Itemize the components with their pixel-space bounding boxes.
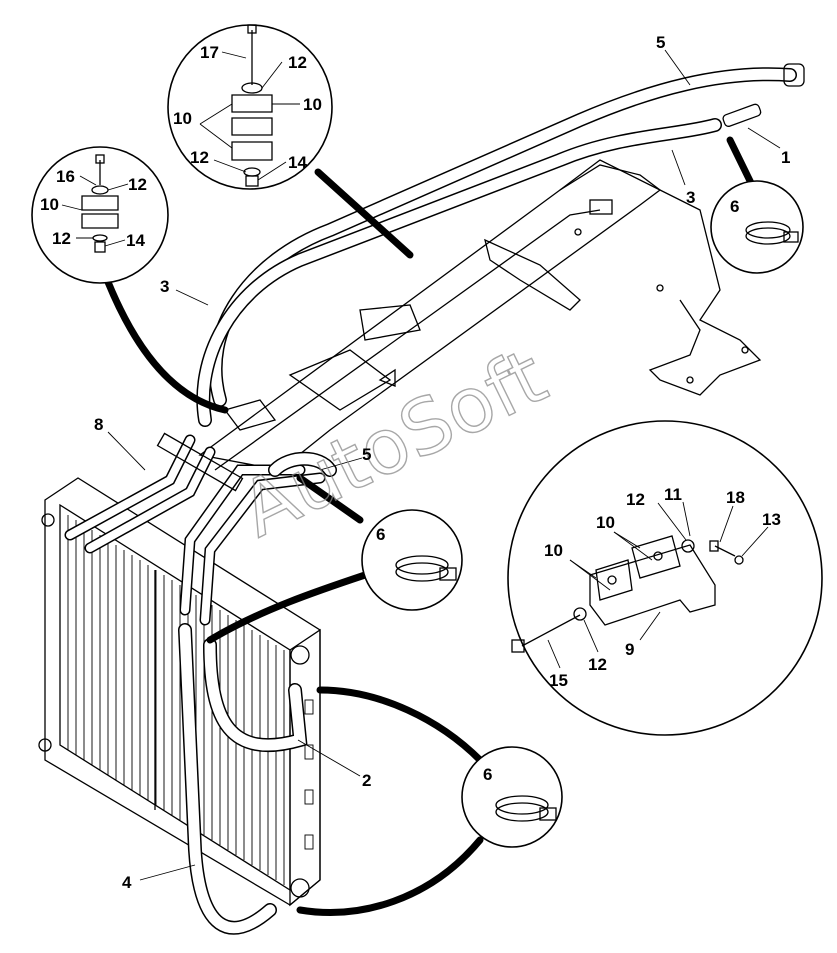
callout-8: 8 bbox=[94, 415, 103, 434]
detail-clamp-bottom bbox=[461, 746, 563, 848]
callout-6-bottom: 6 bbox=[483, 765, 492, 784]
detail-clamp-right bbox=[710, 180, 804, 274]
callout-6-middle: 6 bbox=[376, 525, 385, 544]
callout-9: 9 bbox=[625, 640, 634, 659]
callout-4: 4 bbox=[122, 873, 132, 892]
callout-11: 11 bbox=[664, 485, 682, 504]
callout-12-d2a: 12 bbox=[128, 175, 147, 194]
callout-10-d3b: 10 bbox=[544, 541, 563, 560]
callout-12-d3a: 12 bbox=[626, 490, 645, 509]
callout-13: 13 bbox=[762, 510, 781, 529]
callout-2: 2 bbox=[362, 771, 371, 790]
detail-clamp-stack-top bbox=[167, 24, 333, 190]
callout-5-middle: 5 bbox=[362, 445, 371, 464]
callout-10-d1b: 10 bbox=[173, 109, 192, 128]
callout-18: 18 bbox=[726, 488, 745, 507]
callout-14-d1: 14 bbox=[288, 153, 307, 172]
detail-clamp-middle bbox=[361, 509, 463, 611]
callout-6-right: 6 bbox=[730, 197, 739, 216]
detail-bracket-assembly bbox=[507, 420, 823, 736]
callout-16: 16 bbox=[56, 167, 75, 186]
callout-3-left: 3 bbox=[160, 277, 169, 296]
callout-12-d1b: 12 bbox=[190, 148, 209, 167]
callout-lines bbox=[107, 49, 781, 881]
callout-10-d3a: 10 bbox=[596, 513, 615, 532]
callout-10-d2: 10 bbox=[40, 195, 59, 214]
detail-clamp-stack-left bbox=[31, 146, 169, 284]
callout-12-d1a: 12 bbox=[288, 53, 307, 72]
callout-17: 17 bbox=[200, 43, 219, 62]
callout-1: 1 bbox=[781, 148, 790, 167]
callout-12-d3b: 12 bbox=[588, 655, 607, 674]
callout-10-d1a: 10 bbox=[303, 95, 322, 114]
detail-leaders bbox=[104, 136, 756, 916]
callout-5-top: 5 bbox=[656, 33, 665, 52]
callout-12-d2b: 12 bbox=[52, 229, 71, 248]
callout-labels: 5 1 3 6 3 8 5 6 2 6 4 17 12 10 10 12 14 … bbox=[40, 33, 790, 892]
callout-3-top: 3 bbox=[686, 188, 695, 207]
hose-assembly bbox=[64, 63, 805, 935]
callout-14-d2: 14 bbox=[126, 231, 145, 250]
callout-15: 15 bbox=[549, 671, 568, 690]
